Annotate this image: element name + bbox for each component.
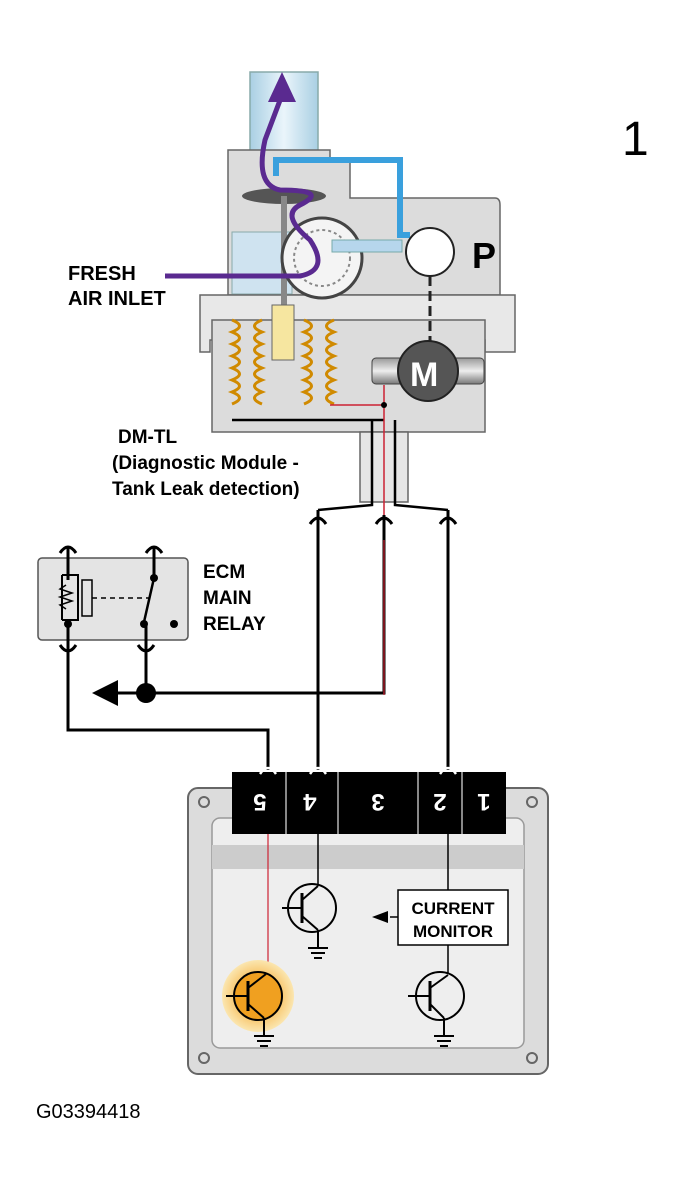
motor-label: M xyxy=(410,356,438,394)
pin-5: 5 xyxy=(253,788,266,815)
valve-spring xyxy=(227,318,339,406)
ecm-pin-labels: 5 4 3 2 1 xyxy=(253,788,490,815)
transistor-pin5 xyxy=(226,971,283,1047)
current-monitor-line2: MONITOR xyxy=(413,922,493,941)
dmtl-module: P M xyxy=(165,71,516,515)
pin-3: 3 xyxy=(371,788,384,815)
dmtl-label-line2: (Diagnostic Module - xyxy=(112,453,299,474)
pump-tube xyxy=(273,157,410,238)
dmtl-label-line3: Tank Leak detection) xyxy=(112,479,300,500)
pin-4: 4 xyxy=(303,788,317,815)
pump-symbol xyxy=(405,227,455,277)
ecm-main-relay xyxy=(37,545,189,660)
relay-label-line1: ECM xyxy=(203,562,245,583)
relay-label-line2: MAIN xyxy=(203,588,252,609)
figure-id: G03394418 xyxy=(36,1101,141,1123)
current-monitor-line1: CURRENT xyxy=(411,899,495,918)
relay-label-line3: RELAY xyxy=(203,614,266,635)
fresh-air-label-line2: AIR INLET xyxy=(68,288,166,310)
pin-1: 1 xyxy=(477,788,490,815)
transistor-pin2 xyxy=(408,971,465,1047)
motor-symbol xyxy=(397,340,459,402)
dmtl-label-line1: DM-TL xyxy=(118,427,177,448)
ecm-connector xyxy=(232,772,506,834)
supply-arrow xyxy=(92,680,118,706)
monitor-arrow xyxy=(372,911,388,923)
wire-junction xyxy=(136,683,156,703)
transistor-pin4 xyxy=(282,883,337,959)
current-monitor-box xyxy=(397,889,509,946)
pin-2: 2 xyxy=(433,788,446,815)
solenoid-core xyxy=(271,304,295,361)
pump-label: P xyxy=(472,235,496,276)
module-connector xyxy=(308,510,458,540)
fresh-air-label-line1: FRESH xyxy=(68,263,136,285)
page-number: 1 xyxy=(622,113,649,166)
air-flow-arrow xyxy=(165,94,321,279)
